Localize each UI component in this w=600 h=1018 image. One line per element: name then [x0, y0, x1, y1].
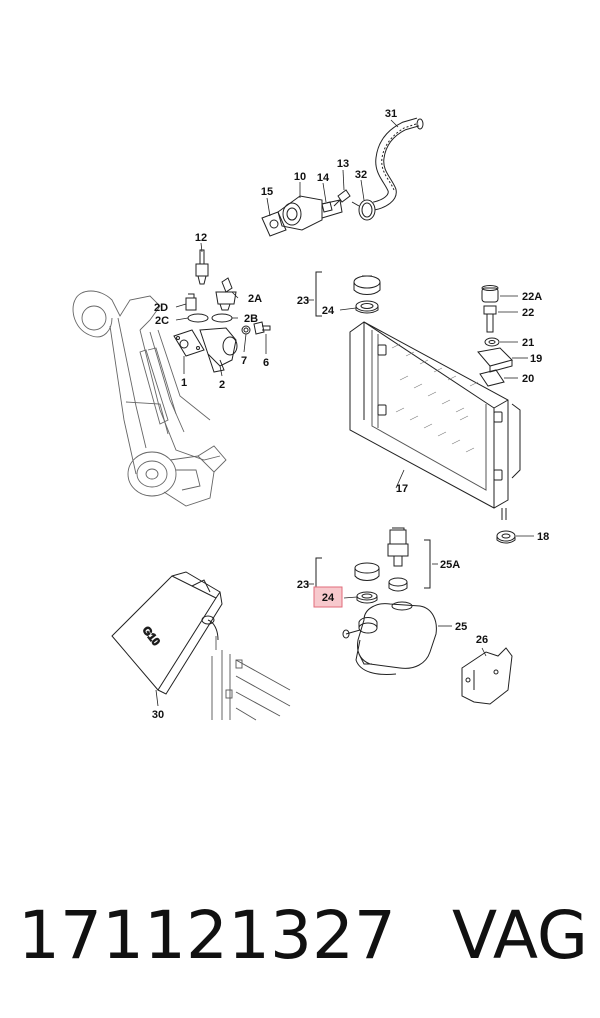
callout-10: 10: [294, 171, 306, 183]
callout-12: 12: [195, 232, 207, 244]
callout-25A: 25A: [440, 559, 460, 571]
bolt-13: [333, 189, 351, 207]
highlight-box: [313, 586, 343, 608]
bracket-23-top: [315, 271, 322, 317]
sensor-25A: [387, 527, 409, 567]
washer-7: [241, 325, 251, 335]
callout-20: 20: [522, 373, 534, 385]
seal-24-top: [355, 300, 379, 314]
callout-18: 18: [537, 531, 549, 543]
radiator-partial-bottom: [211, 636, 291, 721]
washer-21: [484, 337, 500, 347]
highlighted-callout-24[interactable]: 24: [313, 586, 343, 608]
leader-lines-right: [498, 295, 534, 537]
callout-24-top: 24: [322, 305, 335, 317]
bolt-6: [253, 321, 271, 335]
callout-22: 22: [522, 307, 534, 319]
gasket-1: [173, 329, 205, 357]
callout-15: 15: [261, 186, 273, 198]
coolant-flange-2: [199, 327, 238, 373]
callout-32: 32: [355, 169, 367, 181]
canister-label-g10: G10: [140, 624, 162, 648]
hose-clamp-32: [351, 199, 376, 221]
callout-2C: 2C: [155, 315, 169, 327]
seal-24-bottom: [356, 591, 378, 604]
cap-23-bottom: [354, 562, 380, 581]
callout-23-top: 23: [297, 295, 309, 307]
bracket-19: [477, 347, 513, 373]
nut-14: [321, 201, 333, 213]
callout-30: 30: [152, 709, 164, 721]
callout-25: 25: [455, 621, 467, 633]
callout-13: 13: [337, 158, 349, 170]
coolant-hose-31: [372, 117, 424, 211]
gasket-15: [261, 211, 287, 237]
expansion-tank-25: [342, 601, 437, 675]
footer-part-info: 171121327 VAG: [18, 890, 588, 980]
callout-1: 1: [181, 377, 187, 389]
engine-block-outline: [72, 290, 227, 507]
callout-19: 19: [530, 353, 542, 365]
callout-2D: 2D: [154, 302, 168, 314]
mount-18: [496, 530, 516, 544]
callout-31: 31: [385, 108, 397, 120]
leader-lines-tank: [155, 563, 487, 707]
callout-2: 2: [219, 379, 225, 391]
rubber-mount-20: [479, 369, 505, 387]
o-ring-2C: [187, 313, 209, 323]
bolt-22: [483, 305, 497, 333]
callout-2A: 2A: [248, 293, 262, 305]
callout-26: 26: [476, 634, 488, 646]
o-ring-2B: [211, 313, 233, 323]
callout-2B: 2B: [244, 313, 258, 325]
leader-lines-top: [266, 119, 399, 217]
temp-sender-12: [195, 249, 209, 285]
leader-lines-mid: [306, 299, 405, 489]
bracket-26: [461, 647, 513, 705]
callout-17: 17: [396, 483, 408, 495]
callout-24-bottom: 24: [322, 592, 335, 604]
callout-labels: 31 10 14 13 32 15 12 2A 2D 2C 2B 1 2 7 6…: [152, 108, 549, 721]
callout-14: 14: [317, 172, 330, 184]
plug-2D: [185, 293, 197, 311]
part-number: 171121327: [18, 896, 396, 974]
sender-2A: [215, 277, 237, 311]
callout-23-bottom: 23: [297, 579, 309, 591]
bracket-25A: [424, 539, 431, 589]
callout-22A: 22A: [522, 291, 542, 303]
callout-21: 21: [522, 337, 534, 349]
cap-22A: [481, 285, 499, 303]
cap-25A-seal: [388, 577, 408, 592]
callout-6: 6: [263, 357, 269, 369]
coolant-canister-30: G10: [111, 571, 223, 695]
radiator-17: [349, 321, 521, 520]
brand-name: VAG: [451, 896, 588, 974]
thermostat-housing-10: [277, 195, 343, 231]
callout-7: 7: [241, 355, 247, 367]
leader-lines-left: [175, 242, 267, 377]
cap-23-top: [353, 275, 381, 295]
radiator-core-fins: [391, 343, 479, 453]
